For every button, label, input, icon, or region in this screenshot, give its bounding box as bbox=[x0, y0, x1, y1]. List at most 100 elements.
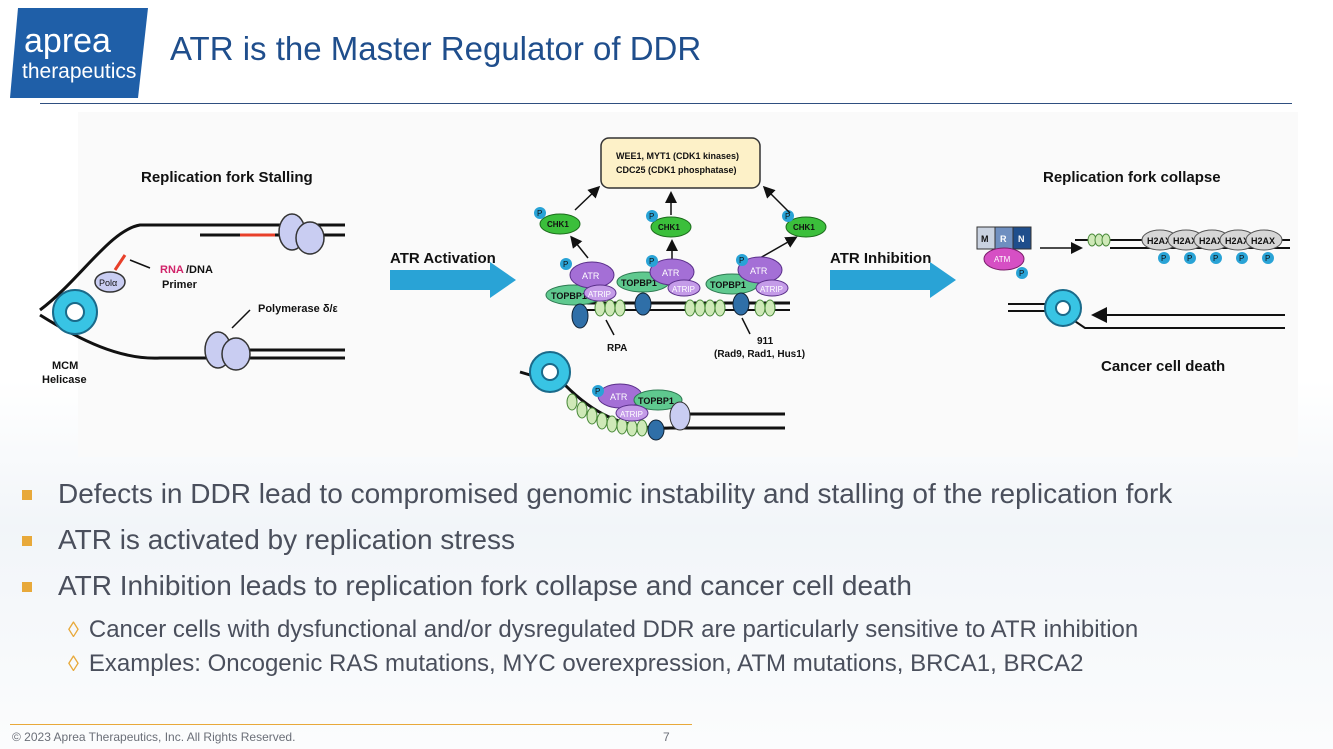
bullet-square-icon bbox=[22, 536, 32, 546]
svg-text:CHK1: CHK1 bbox=[793, 223, 815, 232]
svg-text:H2AX: H2AX bbox=[1147, 236, 1171, 246]
primer-rna-text: RNA bbox=[160, 264, 184, 276]
mcm-label: MCM bbox=[52, 360, 78, 372]
arrow-chk1-left-box bbox=[574, 185, 601, 211]
svg-text:P: P bbox=[649, 212, 654, 221]
svg-text:CHK1: CHK1 bbox=[658, 223, 680, 232]
bullet-square-icon bbox=[22, 490, 32, 500]
svg-text:TOPBP1: TOPBP1 bbox=[621, 278, 657, 288]
rpa-pointer bbox=[605, 319, 615, 336]
svg-text:ATRIP: ATRIP bbox=[588, 290, 611, 299]
bullet-item: ATR Inhibition leads to replication fork… bbox=[20, 570, 1320, 616]
svg-text:ATR: ATR bbox=[662, 268, 680, 278]
atr-complex-center: TOPBP1 ATR ATRIP P bbox=[616, 255, 701, 316]
activation-label: ATR Activation bbox=[390, 250, 496, 267]
collapse-rpa-coil bbox=[1087, 233, 1111, 247]
footer-divider bbox=[10, 724, 692, 725]
bullet-item: Defects in DDR lead to compromised genom… bbox=[20, 478, 1320, 524]
atr-complex-left: TOPBP1 ATR ATRIP P bbox=[545, 258, 617, 329]
ddr-diagram: Replication fork Stalling Polα RNA /DNA … bbox=[39, 137, 1290, 441]
svg-text:TOPBP1: TOPBP1 bbox=[710, 280, 746, 290]
logo-word-therapeutics: therapeutics bbox=[22, 60, 136, 83]
sub-bullet-item: ◊ Examples: Oncogenic RAS mutations, MYC… bbox=[68, 650, 1320, 684]
primer-pointer bbox=[129, 259, 151, 269]
svg-text:H2AX: H2AX bbox=[1199, 236, 1223, 246]
svg-text:P: P bbox=[1239, 254, 1244, 263]
logo-word-aprea: aprea bbox=[24, 22, 111, 60]
collapse-title: Replication fork collapse bbox=[1043, 169, 1221, 186]
svg-text:ATRIP: ATRIP bbox=[672, 285, 695, 294]
chk1-right: CHK1 P bbox=[782, 210, 827, 238]
chk1-left: CHK1 P bbox=[534, 207, 581, 235]
death-label: Cancer cell death bbox=[1101, 358, 1225, 375]
svg-text:P: P bbox=[1265, 254, 1270, 263]
svg-text:H2AX: H2AX bbox=[1173, 236, 1197, 246]
primer-dna-text: /DNA bbox=[186, 264, 213, 276]
effector-line2: CDC25 (CDK1 phosphatase) bbox=[616, 165, 737, 175]
mcm-helicase-icon bbox=[52, 289, 98, 335]
stall-title: Replication fork Stalling bbox=[141, 169, 313, 186]
polymerase-label: Polymerase δ/ε bbox=[258, 303, 339, 315]
nine11-members: (Rad9, Rad1, Hus1) bbox=[714, 349, 805, 360]
rpa-coil bbox=[594, 299, 776, 317]
svg-text:CHK1: CHK1 bbox=[547, 220, 569, 229]
helicase-label: Helicase bbox=[42, 374, 87, 386]
slide-title: ATR is the Master Regulator of DDR bbox=[170, 30, 702, 67]
effector-box bbox=[600, 137, 761, 189]
svg-text:P: P bbox=[1213, 254, 1218, 263]
nine11-pointer bbox=[741, 317, 751, 335]
svg-text:P: P bbox=[1187, 254, 1192, 263]
bullet-text: ATR is activated by replication stress bbox=[58, 524, 515, 555]
lower-rpa-coil bbox=[566, 393, 648, 437]
svg-text:P: P bbox=[1161, 254, 1166, 263]
svg-text:ATRIP: ATRIP bbox=[760, 285, 783, 294]
atr-complex-right: TOPBP1 ATR ATRIP P bbox=[705, 254, 789, 316]
nine11-label: 911 bbox=[757, 336, 774, 347]
atm-icon: ATM P bbox=[983, 247, 1028, 279]
sub-bullet-item: ◊ Cancer cells with dysfunctional and/or… bbox=[68, 616, 1320, 650]
dna-strand-bottom bbox=[39, 313, 345, 360]
primer-word: Primer bbox=[162, 279, 198, 291]
sub-bullet-text: Cancer cells with dysfunctional and/or d… bbox=[88, 616, 1139, 643]
collapse-dna-bottom bbox=[1059, 310, 1285, 329]
svg-text:ATR: ATR bbox=[610, 392, 628, 402]
bullet-item: ATR is activated by replication stress bbox=[20, 524, 1320, 570]
bullet-text: ATR Inhibition leads to replication fork… bbox=[58, 570, 912, 601]
logo-background bbox=[10, 8, 148, 98]
svg-text:TOPBP1: TOPBP1 bbox=[551, 291, 587, 301]
mrn-complex-icon: M R N bbox=[976, 226, 1032, 250]
svg-text:H2AX: H2AX bbox=[1251, 236, 1275, 246]
svg-text:Polα: Polα bbox=[99, 278, 117, 288]
arrow-atr-left-chk1 bbox=[570, 235, 589, 259]
primer-segment-2 bbox=[113, 254, 127, 271]
polymerase-bottom-icon bbox=[204, 331, 251, 371]
polymerase-pointer bbox=[231, 309, 251, 329]
activation-arrow-icon bbox=[390, 262, 516, 298]
svg-text:ATR: ATR bbox=[582, 271, 600, 281]
svg-text:TOPBP1: TOPBP1 bbox=[638, 396, 674, 406]
svg-text:P: P bbox=[595, 387, 600, 396]
lower-atr-complex: ATR TOPBP1 ATRIP P bbox=[592, 383, 691, 441]
bullet-list: Defects in DDR lead to compromised genom… bbox=[20, 478, 1320, 684]
svg-text:P: P bbox=[785, 212, 790, 221]
title-divider bbox=[40, 103, 1292, 104]
bullet-text: Defects in DDR lead to compromised genom… bbox=[58, 478, 1173, 509]
svg-text:M: M bbox=[981, 234, 989, 244]
svg-text:P: P bbox=[649, 257, 654, 266]
arrow-chk1-right-box bbox=[762, 185, 791, 214]
arrow-atr-right-chk1 bbox=[759, 236, 798, 259]
diamond-icon: ◊ bbox=[68, 651, 79, 676]
polymerase-top-icon bbox=[278, 213, 325, 255]
lower-mcm-icon bbox=[529, 351, 571, 393]
svg-text:ATRIP: ATRIP bbox=[620, 410, 643, 419]
collapse-mcm-icon bbox=[1044, 289, 1082, 327]
effector-line1: WEE1, MYT1 (CDK1 kinases) bbox=[616, 151, 739, 161]
svg-text:P: P bbox=[739, 256, 744, 265]
svg-text:N: N bbox=[1018, 234, 1025, 244]
svg-text:P: P bbox=[537, 209, 542, 218]
svg-text:P: P bbox=[1019, 269, 1024, 278]
chk1-center: CHK1 P bbox=[646, 210, 692, 238]
page-number: 7 bbox=[663, 730, 670, 744]
footer-copyright: © 2023 Aprea Therapeutics, Inc. All Righ… bbox=[12, 730, 296, 744]
h2ax-row: H2AX H2AX H2AX H2AX H2AX P P P P P bbox=[1141, 229, 1283, 264]
